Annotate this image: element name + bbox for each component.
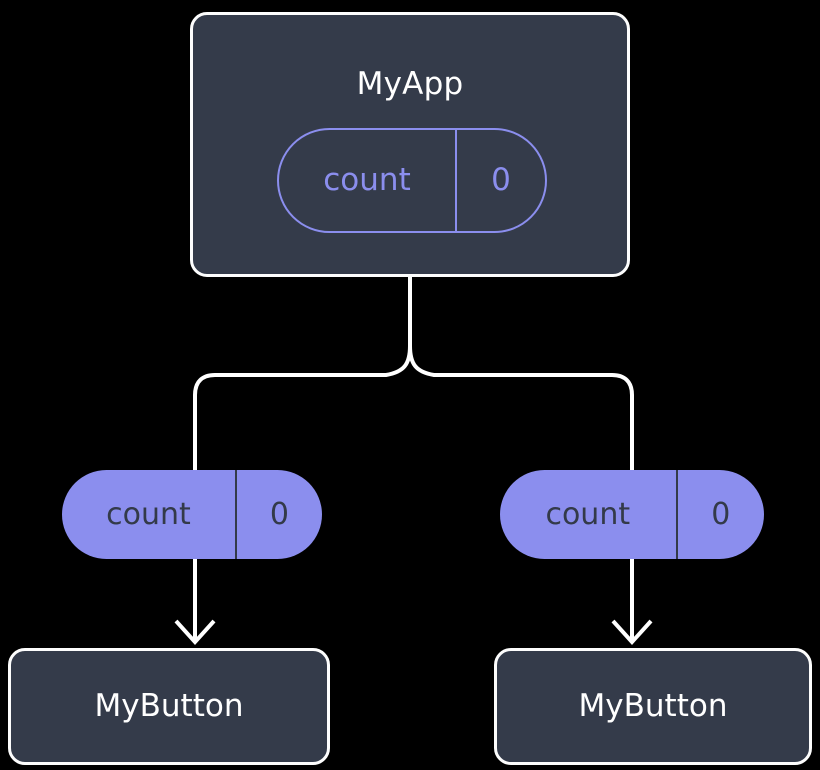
state-pill-root-value: 0	[491, 162, 511, 198]
arrow-left	[174, 559, 216, 645]
widget-node-leaf-right[interactable]: MyButton	[494, 648, 812, 765]
state-pill-root-key: count	[279, 130, 457, 231]
state-pill-left[interactable]: count 0	[62, 470, 322, 559]
arrow-right	[611, 559, 653, 645]
root-widget-title: MyApp	[356, 66, 464, 102]
state-pill-right-value: 0	[711, 496, 731, 532]
state-pill-right[interactable]: count 0	[500, 470, 764, 559]
leaf-left-widget-title: MyButton	[94, 688, 244, 724]
edge-fork-left	[193, 344, 412, 472]
state-pill-right-key: count	[500, 470, 678, 559]
state-pill-left-key: count	[62, 470, 237, 559]
arrow-right-head	[611, 619, 653, 645]
arrow-left-head	[174, 619, 216, 645]
leaf-right-widget-title: MyButton	[578, 688, 728, 724]
state-pill-left-value: 0	[269, 496, 289, 532]
state-pill-root[interactable]: count 0	[277, 128, 547, 233]
widget-node-leaf-left[interactable]: MyButton	[8, 648, 330, 765]
edge-fork-right	[408, 344, 634, 472]
